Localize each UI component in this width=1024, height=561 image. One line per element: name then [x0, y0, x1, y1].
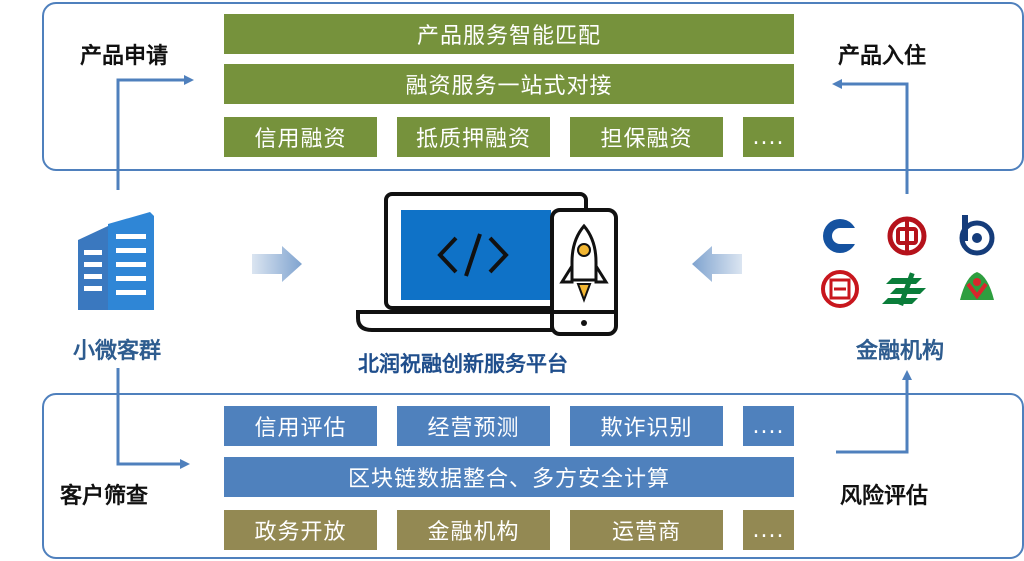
bank-logo-rural-icon: [960, 272, 994, 300]
product-credit-finance: 信用融资: [224, 117, 377, 157]
arrow-risk: [836, 370, 912, 454]
one-stop-connect-bar: 融资服务一站式对接: [224, 64, 794, 104]
source-more: ....: [743, 510, 794, 550]
source-carrier: 运营商: [570, 510, 723, 550]
arrow-apply: [116, 75, 194, 190]
arrow-left-big: [692, 246, 742, 282]
product-guarantee-finance: 担保融资: [570, 117, 723, 157]
arrow-onboard: [832, 79, 909, 194]
bank-logo-postal-icon: [882, 272, 926, 307]
source-financial: 金融机构: [397, 510, 550, 550]
bank-logo-boc-icon: [887, 216, 927, 256]
service-more: ....: [743, 406, 794, 446]
label-product-onboard: 产品入住: [838, 44, 927, 69]
product-more: ....: [743, 117, 794, 157]
source-government: 政务开放: [224, 510, 377, 550]
label-financial-institution: 金融机构: [856, 339, 945, 364]
bank-logo-icons: [821, 215, 995, 308]
label-customer-screen: 客户筛查: [60, 484, 149, 509]
label-product-apply: 产品申请: [80, 44, 169, 69]
product-collateral-finance: 抵质押融资: [397, 117, 550, 157]
service-fraud-detect: 欺诈识别: [570, 406, 723, 446]
service-credit-eval: 信用评估: [224, 406, 377, 446]
arrow-right-big: [252, 246, 302, 282]
bank-logo-icbc-icon: [821, 270, 859, 308]
service-business-forecast: 经营预测: [397, 406, 550, 446]
bank-logo-ccb-icon: [823, 219, 860, 253]
label-risk-assess: 风险评估: [840, 484, 929, 509]
rocket-phone-icon: [550, 208, 618, 336]
laptop-code-icon: [356, 192, 588, 332]
bank-logo-bocom-icon: [959, 215, 995, 256]
label-customer-group: 小微客群: [73, 339, 162, 364]
smart-match-bar: 产品服务智能匹配: [224, 14, 794, 54]
arrow-screen: [116, 368, 190, 469]
blockchain-tech-bar: 区块链数据整合、多方安全计算: [224, 457, 794, 497]
building-icon: [78, 212, 154, 310]
platform-title: 北润祝融创新服务平台: [358, 352, 568, 376]
